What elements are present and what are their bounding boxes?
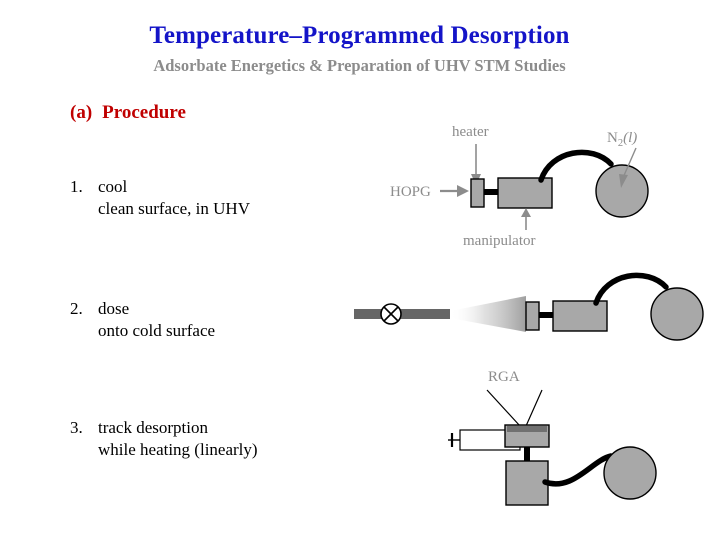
cryogen-dewar-shape <box>595 164 649 218</box>
manipulator-block-shape <box>552 300 608 332</box>
rga-pointer-line-right <box>525 389 543 427</box>
rga-label: RGA <box>488 369 520 385</box>
rga-pointer-line-left <box>486 389 521 427</box>
hopg-arrowhead-icon <box>457 185 469 197</box>
list-item: 3. track desorption while heating (linea… <box>70 417 258 461</box>
list-item: 1. cool clean surface, in UHV <box>70 176 250 220</box>
step-number: 3. <box>70 418 83 437</box>
section-heading: (a) Procedure <box>70 102 186 124</box>
step-line-primary: cool <box>98 177 128 196</box>
gas-beam-cone-shape <box>450 296 526 332</box>
diagram-desorption-stage: RGA <box>330 360 670 510</box>
step-line-primary: dose <box>98 299 130 318</box>
cryogen-transfer-tube-shape <box>542 453 614 487</box>
sample-connector-shape <box>484 189 498 195</box>
section-heading-label: Procedure <box>102 102 186 123</box>
manipulator-block-shape <box>497 177 553 209</box>
manipulator-block-shape <box>505 460 549 506</box>
cryogen-element: N <box>607 130 618 146</box>
step-number: 2. <box>70 299 83 318</box>
sample-connector-shape <box>539 312 553 318</box>
cryogen-phase: (l) <box>623 130 637 146</box>
cryogen-arrowhead-icon <box>619 174 628 188</box>
cryogen-dewar-shape <box>603 446 657 500</box>
diagram-cool-stage: heater HOPG manipulator N2(l) <box>330 118 670 249</box>
cryogen-dewar-shape <box>650 287 704 341</box>
valve-cross-stroke-b <box>383 306 399 322</box>
diagram-dose-stage <box>330 272 704 360</box>
manipulator-arrowhead-icon <box>521 208 531 217</box>
sample-holder-shape <box>470 178 485 208</box>
cryogen-label: N2(l) <box>607 130 637 149</box>
hopg-label: HOPG <box>390 184 431 200</box>
cryogen-transfer-tube-shape <box>593 272 669 306</box>
page-title: Temperature–Programmed Desorption <box>149 22 570 49</box>
step-line-secondary: onto cold surface <box>98 321 216 340</box>
section-marker: (a) <box>70 102 93 123</box>
cryogen-transfer-tube-shape <box>538 149 614 183</box>
step-line-secondary: while heating (linearly) <box>98 440 258 459</box>
step-line-primary: track desorption <box>98 418 208 437</box>
doser-tube-shape <box>354 309 450 319</box>
sample-surface-shape <box>507 426 547 432</box>
sample-stem-shape <box>524 447 530 461</box>
cryogen-subscript: 2 <box>618 138 623 149</box>
step-number: 1. <box>70 177 83 196</box>
list-item: 2. dose onto cold surface <box>70 298 215 342</box>
sample-holder-shape <box>525 301 540 331</box>
heater-label: heater <box>452 124 489 140</box>
page-subtitle: Adsorbate Energetics & Preparation of UH… <box>153 56 566 75</box>
step-line-secondary: clean surface, in UHV <box>98 199 250 218</box>
manipulator-label: manipulator <box>463 233 535 249</box>
